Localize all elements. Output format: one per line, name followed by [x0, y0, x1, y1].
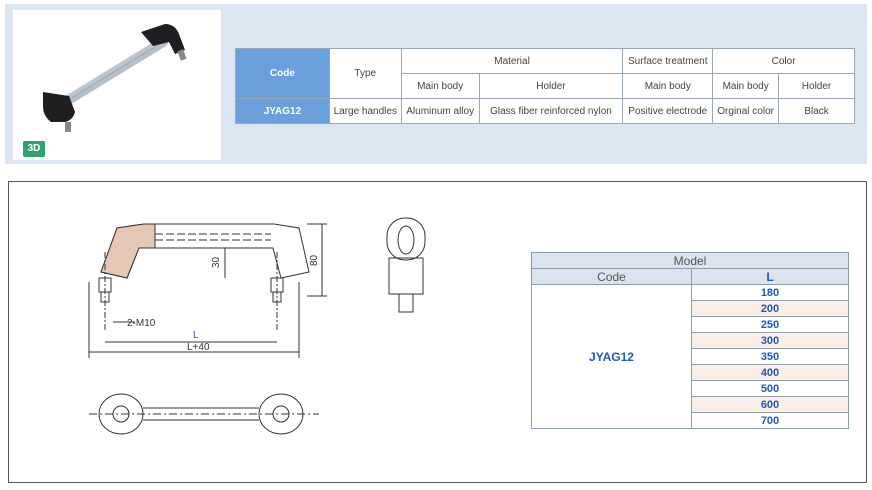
material-header: Material	[400, 48, 624, 74]
color-holder-header: Holder	[778, 73, 855, 99]
color-header: Color	[712, 48, 855, 74]
surface-header: Surface treatment	[622, 48, 714, 74]
dimension-L-label: L	[193, 330, 199, 341]
model-title: Model	[531, 252, 849, 269]
model-code-header: Code	[531, 268, 692, 285]
code-header: Code	[235, 48, 330, 99]
model-l-header: L	[691, 268, 849, 285]
color-main-value: Orginal color	[712, 98, 780, 124]
color-holder-value: Black	[778, 98, 855, 124]
l-value-cell: 250	[691, 316, 849, 333]
spec-table: Code Type Material Surface treatment Col…	[235, 48, 855, 124]
model-table: Model Code L JYAG12 180 200 250 300 350 …	[531, 252, 849, 429]
code-value: JYAG12	[235, 98, 330, 124]
l-value-cell: 700	[691, 412, 849, 429]
type-value: Large handles	[328, 98, 402, 124]
dimension-80-label: 80	[309, 254, 320, 266]
material-holder-value: Glass fiber reinforced nylon	[478, 98, 624, 124]
l-value-cell: 200	[691, 300, 849, 317]
3d-badge[interactable]: 3D	[23, 141, 45, 157]
material-main-header: Main body	[400, 73, 480, 99]
type-header: Type	[328, 48, 402, 99]
l-value-cell: 400	[691, 364, 849, 381]
dimension-30-label: 30	[211, 256, 222, 268]
thread-label: 2-M10	[127, 318, 156, 329]
l-value-cell: 180	[691, 284, 849, 301]
material-holder-header: Holder	[478, 73, 624, 99]
color-main-header: Main body	[712, 73, 780, 99]
material-main-value: Aluminum alloy	[400, 98, 480, 124]
technical-drawing: 2-M10 L L+40 30 80	[88, 217, 426, 435]
product-photo: 3D	[13, 10, 221, 160]
surface-value: Positive electrode	[622, 98, 714, 124]
product-info-panel: 3D Code Type Material Surface treatment …	[5, 4, 867, 164]
dimension-L40-label: L+40	[187, 342, 210, 353]
l-value-cell: 300	[691, 332, 849, 349]
l-value-cell: 600	[691, 396, 849, 413]
surface-main-header: Main body	[622, 73, 714, 99]
l-value-cell: 500	[691, 380, 849, 397]
model-code-value: JYAG12	[531, 284, 692, 429]
handle-photo-image	[43, 24, 187, 132]
l-value-cell: 350	[691, 348, 849, 365]
